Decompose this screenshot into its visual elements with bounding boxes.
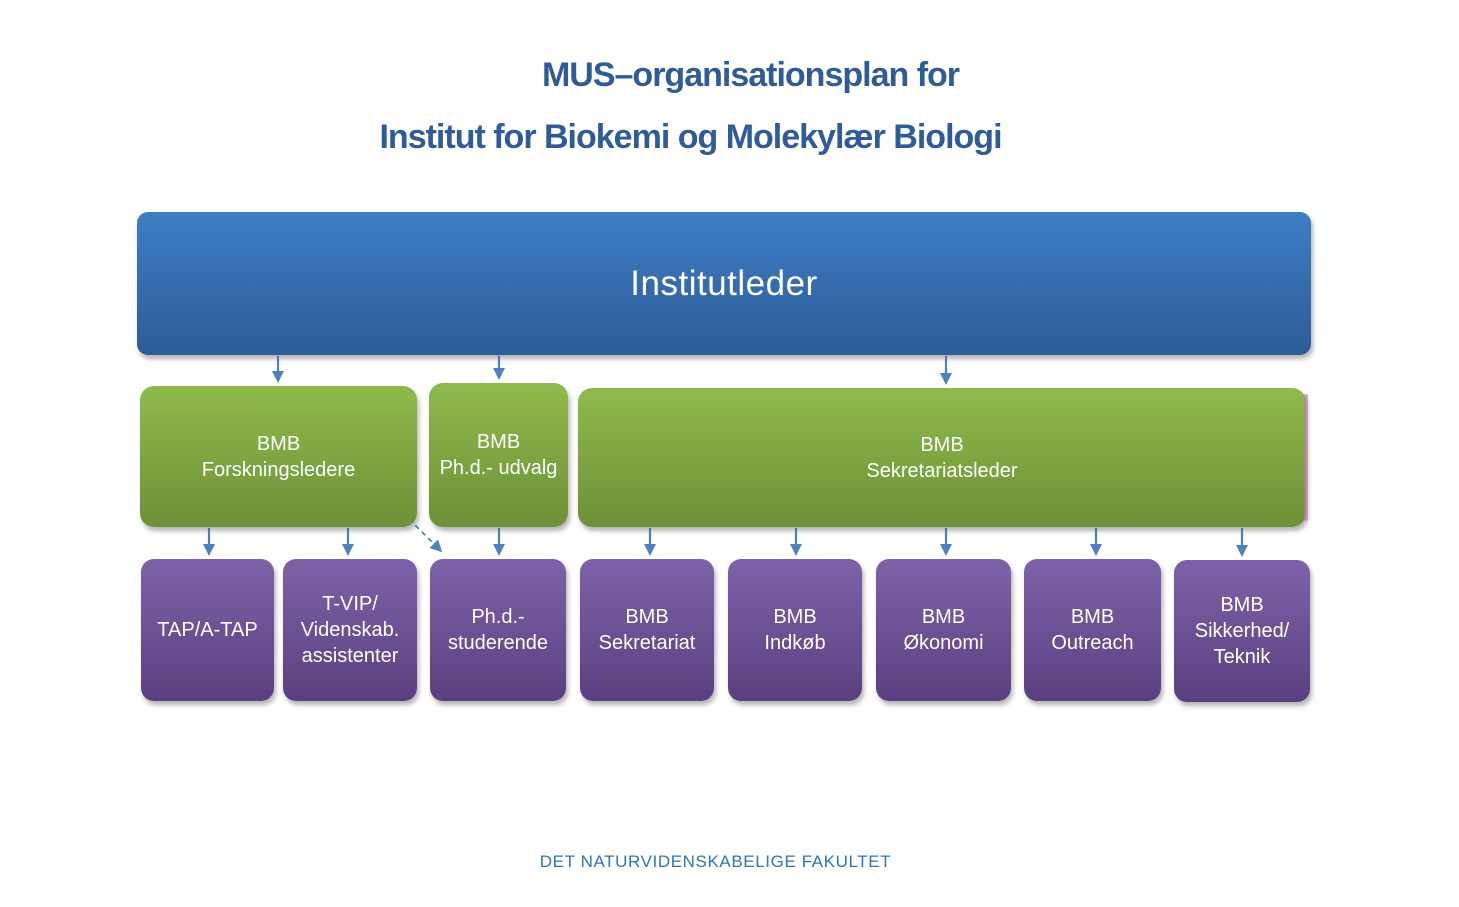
node-label-line: assistenter — [301, 645, 399, 667]
node-label-line: Ph.d.- udvalg — [439, 457, 558, 479]
node-label-line: Ph.d.- — [471, 606, 525, 628]
node-label-line: BMB — [256, 432, 301, 455]
node-bmb-sekretariatsleder: BMB Sekretariatsleder — [578, 388, 1308, 527]
node-tap-a-tap: TAP/A-TAP — [141, 559, 274, 701]
node-label-line: BMB — [1070, 606, 1115, 628]
node-institutleder: Institutleder — [137, 212, 1311, 355]
node-bmb-sekretariat: BMB Sekretariat — [580, 559, 714, 701]
node-bmb-phd-udvalg: BMB Ph.d.- udvalg — [429, 383, 568, 527]
node-label-line: T-VIP/ — [322, 593, 378, 615]
node-label-line: BMB — [476, 431, 521, 453]
node-label-line: Teknik — [1213, 646, 1271, 668]
node-bmb-outreach: BMB Outreach — [1024, 559, 1161, 701]
node-t-vip-videnskab-assistenter: T-VIP/ Videnskab. assistenter — [283, 559, 417, 701]
node-label-line: BMB — [1220, 594, 1264, 616]
node-label-line: Outreach — [1051, 632, 1134, 654]
node-label-line: Sekretariat — [598, 632, 696, 654]
node-label-line: Sikkerhed/ — [1194, 620, 1290, 642]
diagram-title-line-2: Institut for Biokemi og Molekylær Biolog… — [379, 118, 1002, 156]
node-label-line: Indkøb — [764, 632, 826, 654]
node-label-line: Videnskab. — [300, 619, 400, 641]
node-label-line: BMB — [625, 606, 669, 628]
node-label-line: BMB — [920, 433, 964, 456]
node-label-line: Forskningsledere — [201, 458, 356, 481]
node-bmb-okonomi: BMB Økonomi — [876, 559, 1011, 701]
node-bmb-indkob: BMB Indkøb — [728, 559, 862, 701]
faculty-footer-text: DET NATURVIDENSKABELIGE FAKULTET — [539, 852, 892, 871]
node-bmb-forskningsledere: BMB Forskningsledere — [140, 386, 417, 527]
node-label-line: BMB — [773, 606, 817, 628]
node-label-line: Sekretariatsleder — [866, 459, 1018, 482]
node-label-line: studerende — [447, 632, 549, 654]
node-bmb-sikkerhed-teknik: BMB Sikkerhed/ Teknik — [1174, 560, 1310, 702]
node-label-line: BMB — [921, 606, 966, 628]
node-label-line: Økonomi — [903, 632, 984, 654]
node-label-line: TAP/A-TAP — [157, 619, 258, 641]
node-label: Institutleder — [630, 263, 818, 303]
node-phd-studerende: Ph.d.- studerende — [430, 559, 566, 701]
pink-edge-artifact — [1304, 394, 1308, 521]
diagram-title-line-1: MUS–organisationsplan for — [541, 56, 960, 94]
